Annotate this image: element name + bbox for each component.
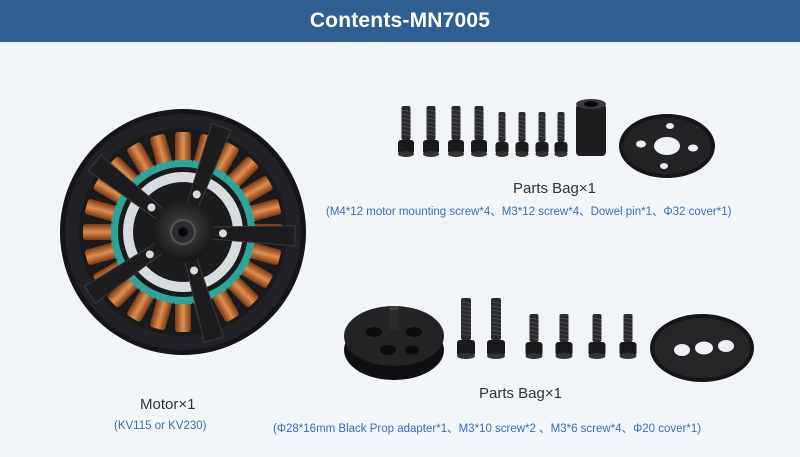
screw bbox=[535, 112, 549, 157]
stator-coil bbox=[212, 289, 239, 322]
stator-coil bbox=[249, 199, 281, 221]
stator-coil bbox=[175, 302, 191, 332]
stator-coil bbox=[240, 176, 273, 203]
stator-coil bbox=[83, 224, 113, 240]
screw bbox=[448, 106, 464, 157]
parts-bag-2-label: Parts Bag×1 bbox=[479, 385, 562, 402]
prop-adapter bbox=[344, 306, 444, 380]
page-title: Contents-MN7005 bbox=[309, 9, 491, 32]
parts-bag-2-detail: (Φ28*16mm Black Prop adapter*1、M3*10 scr… bbox=[273, 423, 702, 435]
motor-detail: (KV115 or KV230) bbox=[114, 420, 207, 432]
stator-coil bbox=[127, 289, 154, 322]
screw bbox=[398, 106, 414, 157]
stator-coil bbox=[85, 199, 117, 221]
screw bbox=[619, 314, 637, 359]
screw bbox=[487, 298, 505, 359]
stator-coil bbox=[150, 298, 172, 330]
screw bbox=[588, 314, 606, 359]
dowel-pin bbox=[576, 104, 606, 156]
stator-coil bbox=[85, 243, 117, 265]
stator-coil bbox=[228, 156, 259, 187]
stator-coil bbox=[107, 277, 138, 308]
cover-20 bbox=[650, 314, 754, 382]
stator-coil bbox=[150, 134, 172, 166]
motor-label: Motor×1 bbox=[140, 396, 196, 413]
parts-bag-1-label: Parts Bag×1 bbox=[513, 180, 596, 197]
cover-32 bbox=[619, 114, 715, 178]
page-header: Contents-MN7005 bbox=[0, 0, 800, 42]
stator-coil bbox=[93, 176, 126, 203]
stator-coil bbox=[127, 142, 154, 175]
stator-coil bbox=[249, 243, 281, 265]
screw bbox=[423, 106, 439, 157]
screw bbox=[471, 106, 487, 157]
screw bbox=[555, 314, 573, 359]
stator-coil bbox=[175, 132, 191, 162]
stator-coil bbox=[212, 142, 239, 175]
screw bbox=[457, 298, 475, 359]
screw bbox=[495, 112, 509, 157]
screw bbox=[525, 314, 543, 359]
stator-coil bbox=[240, 261, 273, 288]
parts-bag-1-detail: (M4*12 motor mounting screw*4、M3*12 scre… bbox=[326, 206, 732, 218]
screw bbox=[554, 112, 568, 157]
screw bbox=[515, 112, 529, 157]
stator-coil bbox=[228, 277, 259, 308]
stator-coil bbox=[107, 156, 138, 187]
